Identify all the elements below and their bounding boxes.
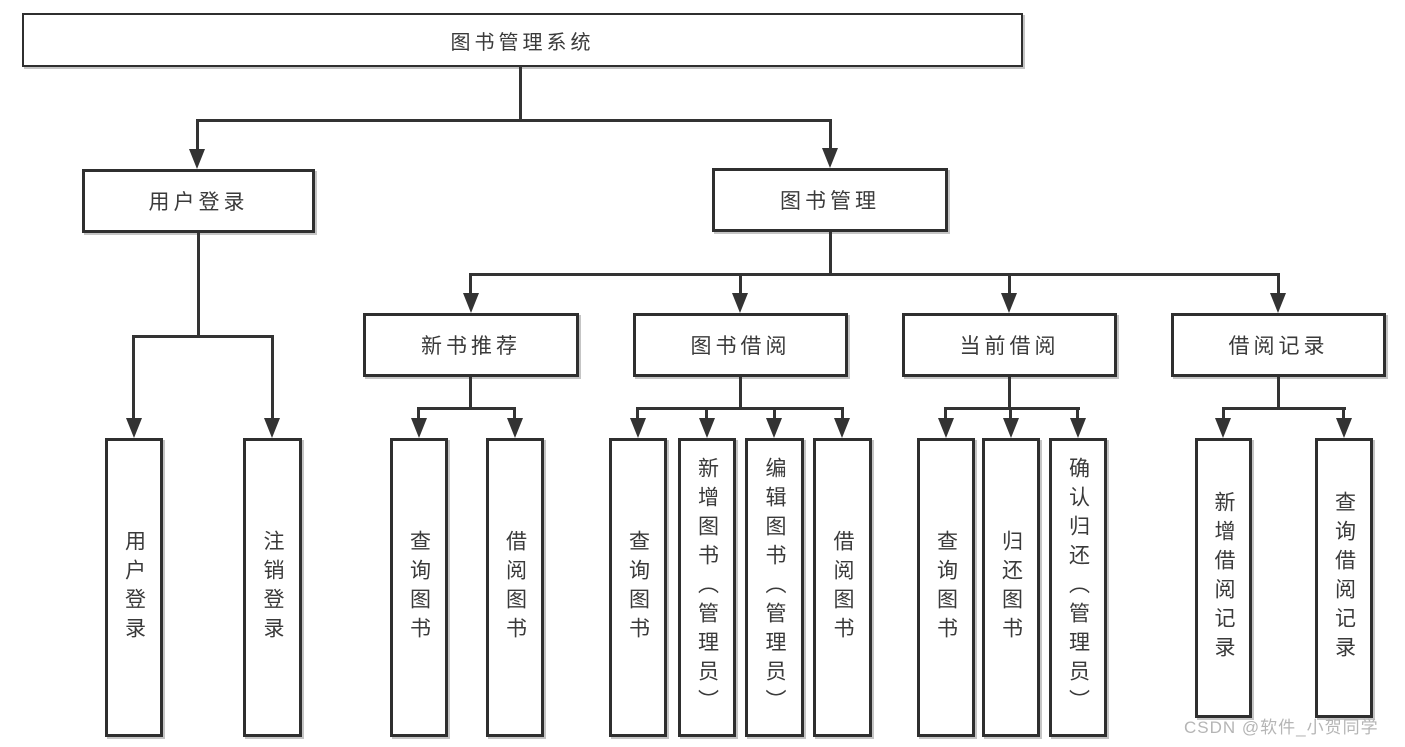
arrowhead-to-query-borrow-record bbox=[1336, 418, 1352, 438]
arrowhead-to-edit-book-admin bbox=[766, 418, 782, 438]
arrowhead-to-return-book bbox=[1003, 418, 1019, 438]
arrowhead-to-current-borrow bbox=[1001, 293, 1017, 313]
connector-root-stem-left bbox=[196, 119, 199, 150]
connector-bookborrow-stem-3 bbox=[773, 407, 776, 418]
node-borrow-records: 借阅记录 bbox=[1171, 313, 1386, 377]
connector-bookmgmt-hline bbox=[469, 273, 1280, 276]
connector-bookborrow-stem-1 bbox=[636, 407, 639, 418]
connector-recommend-stem-1 bbox=[417, 407, 420, 418]
connector-bookborrow-hline bbox=[636, 407, 844, 410]
connector-recommend-stem-2 bbox=[513, 407, 516, 418]
connector-bookborrow-vstub bbox=[739, 377, 742, 407]
leaf-add-borrow-record: 新增借阅记录 bbox=[1195, 438, 1252, 718]
node-user-login: 用户登录 bbox=[82, 169, 315, 233]
arrowhead-to-leaf-logout bbox=[264, 418, 280, 438]
arrowhead-to-new-book-recommend bbox=[463, 293, 479, 313]
node-book-management: 图书管理 bbox=[712, 168, 948, 232]
node-user-login-label: 用户登录 bbox=[148, 191, 249, 214]
connector-root-hline bbox=[196, 119, 832, 122]
leaf-return-book-label: 归还图书 bbox=[999, 529, 1023, 646]
leaf-current-query-book-label: 查询图书 bbox=[934, 529, 958, 646]
arrowhead-to-add-borrow-record bbox=[1215, 418, 1231, 438]
leaf-confirm-return-admin-label: 确认归还（管理员） bbox=[1066, 457, 1090, 718]
leaf-query-borrow-record-label: 查询借阅记录 bbox=[1332, 491, 1356, 665]
connector-bookmgmt-stem-3 bbox=[1008, 273, 1011, 293]
connector-bookmgmt-stem-2 bbox=[739, 273, 742, 293]
connector-borrowrecords-stem-2 bbox=[1342, 407, 1345, 418]
leaf-add-book-admin-label: 新增图书（管理员） bbox=[695, 457, 719, 718]
arrowhead-to-recommend-borrow-book bbox=[507, 418, 523, 438]
leaf-recommend-borrow-book: 借阅图书 bbox=[486, 438, 544, 737]
connector-borrowrecords-vstub bbox=[1277, 377, 1280, 407]
connector-borrowrecords-stem-1 bbox=[1222, 407, 1225, 418]
connector-bookmgmt-stem-4 bbox=[1277, 273, 1280, 293]
connector-bookborrow-stem-2 bbox=[705, 407, 708, 418]
leaf-add-book-admin: 新增图书（管理员） bbox=[678, 438, 736, 737]
node-new-book-recommend: 新书推荐 bbox=[363, 313, 579, 377]
connector-bookmgmt-stem-1 bbox=[469, 273, 472, 293]
node-new-book-recommend-label: 新书推荐 bbox=[421, 335, 521, 358]
connector-recommend-hline bbox=[417, 407, 516, 410]
connector-currentborrow-stem-1 bbox=[944, 407, 947, 418]
arrowhead-to-recommend-query-book bbox=[411, 418, 427, 438]
connector-currentborrow-stem-2 bbox=[1009, 407, 1012, 418]
leaf-user-login: 用户登录 bbox=[105, 438, 163, 737]
connector-recommend-vstub bbox=[469, 377, 472, 407]
arrowhead-to-user-login bbox=[189, 149, 205, 169]
leaf-logout: 注销登录 bbox=[243, 438, 302, 737]
arrowhead-to-leaf-user-login bbox=[126, 418, 142, 438]
connector-currentborrow-stem-3 bbox=[1076, 407, 1079, 418]
leaf-recommend-borrow-book-label: 借阅图书 bbox=[503, 529, 527, 646]
node-current-borrow: 当前借阅 bbox=[902, 313, 1117, 377]
node-book-management-label: 图书管理 bbox=[780, 190, 880, 213]
connector-borrowrecords-hline bbox=[1222, 407, 1346, 410]
connector-currentborrow-hline bbox=[944, 407, 1080, 410]
connector-userlogin-vline bbox=[197, 233, 200, 335]
leaf-edit-book-admin: 编辑图书（管理员） bbox=[745, 438, 804, 737]
leaf-query-borrow-record: 查询借阅记录 bbox=[1315, 438, 1373, 718]
node-borrow-records-label: 借阅记录 bbox=[1228, 335, 1329, 358]
arrowhead-to-borrow-query-book bbox=[630, 418, 646, 438]
node-root-label: 图书管理系统 bbox=[450, 31, 595, 54]
connector-root-vline bbox=[519, 66, 522, 119]
leaf-recommend-query-book-label: 查询图书 bbox=[407, 529, 431, 646]
leaf-recommend-query-book: 查询图书 bbox=[390, 438, 448, 737]
leaf-borrow-book: 借阅图书 bbox=[813, 438, 872, 737]
leaf-logout-label: 注销登录 bbox=[261, 529, 284, 646]
leaf-edit-book-admin-label: 编辑图书（管理员） bbox=[763, 457, 786, 718]
connector-userlogin-stem-1 bbox=[132, 335, 135, 418]
connector-root-stem-right bbox=[829, 119, 832, 150]
node-book-borrow-label: 图书借阅 bbox=[690, 335, 791, 358]
arrowhead-to-book-borrow bbox=[732, 293, 748, 313]
leaf-borrow-book-label: 借阅图书 bbox=[831, 529, 854, 646]
leaf-return-book: 归还图书 bbox=[982, 438, 1040, 737]
leaf-user-login-label: 用户登录 bbox=[122, 529, 146, 646]
arrowhead-to-borrow-records bbox=[1270, 293, 1286, 313]
arrowhead-to-borrow-book bbox=[834, 418, 850, 438]
connector-userlogin-hline bbox=[133, 335, 274, 338]
leaf-borrow-query-book-label: 查询图书 bbox=[626, 529, 650, 646]
arrowhead-to-add-book-admin bbox=[699, 418, 715, 438]
leaf-add-borrow-record-label: 新增借阅记录 bbox=[1212, 491, 1235, 665]
leaf-confirm-return-admin: 确认归还（管理员） bbox=[1049, 438, 1107, 737]
csdn-watermark: CSDN @软件_小贺同学 bbox=[1184, 718, 1379, 737]
leaf-current-query-book: 查询图书 bbox=[917, 438, 975, 737]
connector-currentborrow-vstub bbox=[1008, 377, 1011, 407]
node-current-borrow-label: 当前借阅 bbox=[959, 335, 1060, 358]
arrowhead-to-book-management bbox=[822, 148, 838, 168]
arrowhead-to-current-query-book bbox=[938, 418, 954, 438]
arrowhead-to-confirm-return-admin bbox=[1070, 418, 1086, 438]
node-root: 图书管理系统 bbox=[22, 13, 1023, 67]
leaf-borrow-query-book: 查询图书 bbox=[609, 438, 667, 737]
connector-bookborrow-stem-4 bbox=[841, 407, 844, 418]
node-book-borrow: 图书借阅 bbox=[633, 313, 848, 377]
connector-bookmgmt-vline bbox=[829, 232, 832, 273]
connector-userlogin-stem-2 bbox=[271, 335, 274, 418]
